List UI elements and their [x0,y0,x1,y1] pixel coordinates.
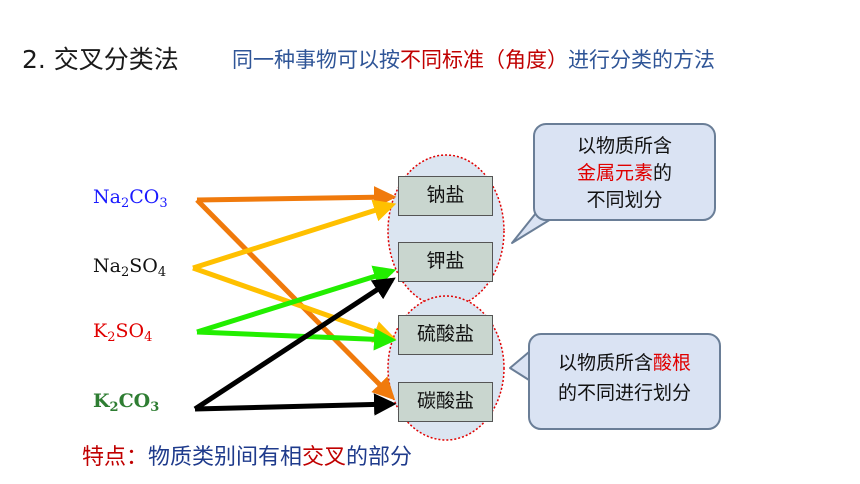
compound-na2so4: Na2SO4 [93,255,167,280]
callout-metal-line3: 不同划分 [586,189,663,211]
callout-acid-pointer [509,351,530,381]
category-box-sodium-salt: 钠盐 [398,176,493,216]
compound-k2co3: K2CO3 [93,390,160,415]
slide-subtitle: 同一种事物可以按不同标准（角度）进行分类的方法 [232,44,715,74]
category-box-carbonate: 碳酸盐 [398,382,493,422]
feature-text-highlight: 交叉 [302,445,347,470]
compound-na2co3: Na2CO3 [93,186,168,211]
slide-title: 2. 交叉分类法 [22,45,179,74]
callout-metal-line1: 以物质所含 [576,135,672,157]
callout-acid-radical: 以物质所含酸根 的不同进行划分 [528,333,721,430]
feature-lead: 特点： [82,445,149,470]
compound-k2so4: K2SO4 [93,320,153,345]
category-box-potassium-salt: 钾盐 [398,242,493,282]
callout-metal-line2: 金属元素的 [576,162,673,184]
feature-text-post: 的部分 [346,445,413,470]
callout-acid-line1: 以物质所含酸根 [557,352,692,374]
feature-summary: 特点：物质类别间有相交叉的部分 [82,439,412,471]
feature-text-pre: 物质类别间有相 [148,445,303,470]
subtitle-post: 进行分类的方法 [568,48,715,72]
callout-acid-line2: 的不同进行划分 [557,382,691,404]
subtitle-highlight: 不同标准（角度） [400,48,568,72]
subtitle-pre: 同一种事物可以按 [232,48,400,72]
category-box-sulfate: 硫酸盐 [398,315,493,355]
callout-metal-element: 以物质所含 金属元素的 不同划分 [533,123,716,221]
